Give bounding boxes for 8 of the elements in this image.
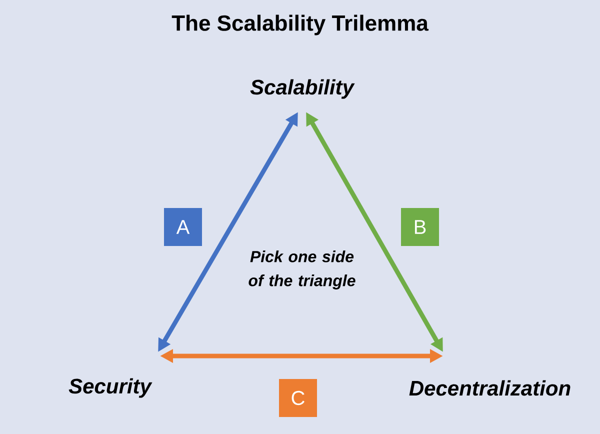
letter-box: C	[279, 379, 317, 417]
vertex-label: Security	[68, 378, 152, 398]
vertex-label: Scalability	[250, 79, 355, 99]
letter-box: B	[401, 208, 439, 246]
letter-box: A	[164, 208, 202, 246]
note: Pick one side of the triangle	[248, 250, 356, 290]
title: The Scalability Trilemma	[172, 14, 429, 36]
vertex-label: Decentralization	[409, 380, 570, 396]
